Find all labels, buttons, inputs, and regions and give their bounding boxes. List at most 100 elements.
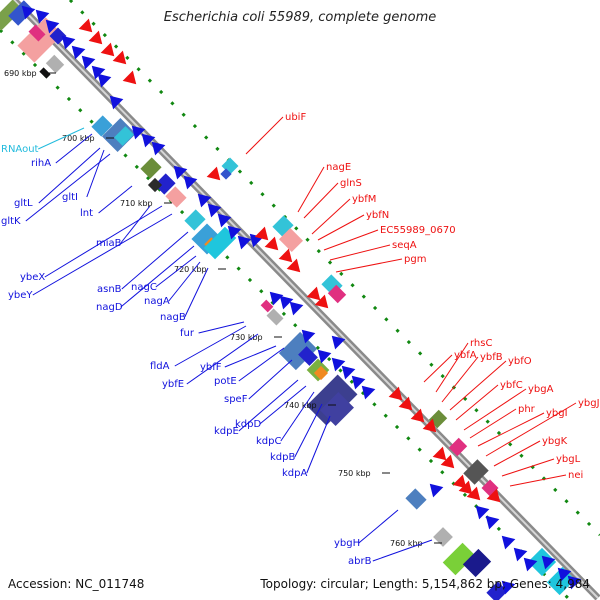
gene-arrow-reverse [429, 483, 444, 498]
gene-arrow-reverse [131, 125, 146, 140]
gene-arrow-reverse [567, 575, 582, 590]
gene-label-glns: glnS [340, 178, 362, 189]
gene-block [8, 0, 34, 26]
genome-backbone-highlight [13, 0, 599, 599]
leader-line [86, 149, 105, 198]
gene-arrow-reverse [71, 45, 86, 60]
leader-line [245, 116, 284, 155]
gene-label-gltl: gltL [14, 198, 33, 209]
gene-arrow-reverse [331, 357, 346, 372]
kbp-tick-label: 730 kbp [230, 333, 263, 342]
kbp-tick-label: 720 kbp [174, 265, 207, 274]
gene-arrow-forward [78, 18, 93, 33]
leader-line [449, 360, 507, 411]
outer-dotted-track [68, 0, 600, 537]
gene-label-fur: fur [180, 328, 195, 339]
gene-label-ybgl: ybgL [556, 454, 581, 465]
gene-label-nei: nei [568, 470, 583, 481]
gene-arrow-reverse [523, 557, 538, 572]
gene-arrow-reverse [91, 65, 106, 80]
gene-label-gltk: gltK [1, 216, 21, 227]
gene-arrow-reverse [237, 235, 252, 250]
gene-arrow-forward [422, 418, 437, 433]
gene-arrow-reverse [289, 301, 304, 316]
leader-line [186, 333, 259, 385]
leader-line [37, 127, 85, 150]
gene-label-kdpa: kdpA [282, 468, 307, 479]
gene-arrow-forward [314, 294, 329, 309]
kbp-tick-label: 740 kbp [284, 401, 317, 410]
gene-arrow-forward [206, 166, 221, 181]
gene-arrow-reverse [109, 95, 124, 110]
leader-line [329, 244, 391, 261]
gene-block [405, 488, 427, 510]
gene-arrow-forward [100, 42, 115, 57]
leader-line [238, 347, 285, 382]
gene-label-ubif: ubiF [285, 112, 306, 123]
gene-label-spef: speF [224, 394, 248, 405]
gene-label-glti: gltI [62, 192, 78, 203]
leader-line [98, 185, 133, 214]
kbp-tick-label: 690 kbp [4, 69, 37, 78]
gene-arrow-reverse [173, 165, 188, 180]
gene-block [298, 346, 318, 366]
gene-label-kdpb: kdpB [270, 452, 295, 463]
gene-label-ybfo: ybfO [508, 356, 532, 367]
gene-arrow-reverse [61, 35, 76, 50]
gene-arrow-reverse [183, 175, 198, 190]
gene-block [28, 24, 46, 42]
leader-line [455, 384, 499, 421]
gene-block [320, 392, 354, 426]
leader-line [44, 205, 163, 278]
gene-arrow-reverse [361, 385, 376, 400]
gene-arrow-reverse [475, 505, 490, 520]
gene-arrow-reverse [317, 349, 332, 364]
gene-label-ybgj: ybgJ [578, 398, 600, 409]
gene-label-naga: nagA [144, 296, 170, 307]
gene-label-ybga: ybgA [528, 384, 554, 395]
gene-arrow-reverse [301, 329, 316, 344]
gene-label-miab: miaB [96, 238, 122, 249]
gene-arrow-reverse [485, 515, 500, 530]
gene-label-ybfn: ybfN [366, 210, 389, 221]
leader-line [485, 402, 577, 457]
gene-arrow-forward [88, 30, 103, 45]
gene-block [0, 0, 23, 31]
gene-arrow-forward [278, 248, 293, 263]
gene-block [442, 542, 476, 576]
leader-line [463, 388, 527, 431]
leader-line [423, 354, 453, 383]
gene-arrow-forward [112, 50, 127, 65]
leader-line [155, 255, 197, 288]
leader-line [294, 403, 323, 458]
leader-line [297, 166, 325, 213]
leader-line [303, 182, 339, 219]
gene-block [220, 168, 232, 180]
gene-arrow-reverse [21, 5, 36, 20]
gene-arrow-forward [306, 286, 321, 301]
gene-label-lnt: lnt [80, 208, 93, 219]
gene-block [147, 177, 163, 193]
leader-line [238, 379, 299, 432]
leader-line [259, 385, 307, 425]
gene-arrow-forward [432, 446, 447, 461]
gene-block [448, 437, 468, 457]
leader-line [184, 267, 209, 318]
gene-label-ybfb: ybfB [480, 352, 503, 363]
gene-arrow-forward [388, 386, 403, 401]
leader-line [120, 205, 151, 244]
gene-block [45, 54, 65, 74]
gene-block [91, 115, 113, 137]
gene-label-asnb: asnB [97, 284, 122, 295]
leader-line [280, 391, 315, 442]
gene-arrow-reverse [227, 225, 242, 240]
gene-arrow-forward [264, 236, 279, 251]
gene-block [203, 226, 237, 260]
gene-arrow-reverse [207, 203, 222, 218]
leader-line [25, 153, 111, 222]
kbp-tick-label: 710 kbp [120, 199, 153, 208]
gene-label-pote: potE [214, 376, 237, 387]
gene-arrow-forward [286, 258, 301, 273]
